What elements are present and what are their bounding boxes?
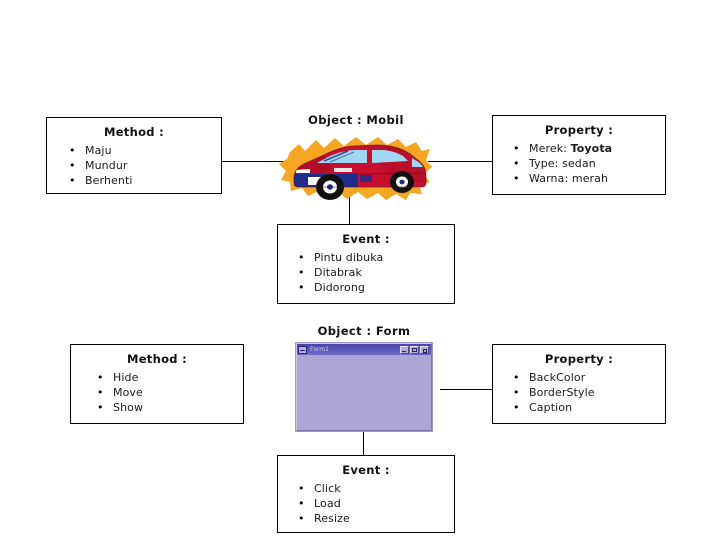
event-box-title: Event : <box>342 463 390 477</box>
list-item: • Merek: Toyota <box>513 141 665 156</box>
list-item-label: Show <box>113 401 144 414</box>
list-item-label: Click <box>314 482 341 495</box>
bullet-icon: • <box>513 371 520 384</box>
property-value: Toyota <box>570 142 613 155</box>
event-box-form: Event : • Click • Load • Resize <box>277 455 455 533</box>
connector-form-event <box>363 430 364 455</box>
property-box-title: Property : <box>544 352 614 366</box>
list-item: • Maju <box>69 143 221 158</box>
list-item: • Didorong <box>298 280 454 295</box>
property-box-form: Property : • BackColor • BorderStyle • C… <box>492 344 666 424</box>
list-item: • Warna: merah <box>513 171 665 186</box>
list-item: • BackColor <box>513 370 665 385</box>
list-item-label: Mundur <box>85 159 128 172</box>
list-item-label: Resize <box>314 512 350 525</box>
list-item-label: Didorong <box>314 281 366 294</box>
property-list-form: • BackColor • BorderStyle • Caption <box>493 370 665 415</box>
event-box-title: Event : <box>342 232 390 246</box>
vb-window-buttons <box>400 345 429 354</box>
system-menu-icon[interactable] <box>298 345 307 354</box>
list-item: • BorderStyle <box>513 385 665 400</box>
method-box-form: Method : • Hide • Move • Show <box>70 344 244 424</box>
list-item: • Pintu dibuka <box>298 250 454 265</box>
list-item-label: Move <box>113 386 143 399</box>
bullet-icon: • <box>513 386 520 399</box>
method-list-form: • Hide • Move • Show <box>71 370 243 415</box>
property-label: BorderStyle <box>529 386 595 399</box>
bullet-icon: • <box>513 172 520 185</box>
bullet-icon: • <box>69 174 76 187</box>
list-item: • Move <box>97 385 243 400</box>
maximize-button[interactable] <box>410 345 419 354</box>
connector-mobil-method <box>222 161 290 162</box>
list-item-label: Berhenti <box>85 174 133 187</box>
bullet-icon: • <box>97 371 104 384</box>
vb-form-caption: Form1 <box>310 346 329 353</box>
property-label: BackColor <box>529 371 586 384</box>
property-label: Caption <box>529 401 573 414</box>
list-item: • Ditabrak <box>298 265 454 280</box>
property-value: merah <box>571 172 609 185</box>
property-label: Type: <box>529 157 559 170</box>
bullet-icon: • <box>298 281 305 294</box>
object-caption-mobil: Object : Mobil <box>308 113 404 127</box>
event-list-form: • Click • Load • Resize <box>278 481 454 526</box>
vb-form-titlebar[interactable]: Form1 <box>297 344 431 355</box>
method-box-title: Method : <box>103 125 165 139</box>
bullet-icon: • <box>69 144 76 157</box>
event-box-mobil: Event : • Pintu dibuka • Ditabrak • Dido… <box>277 224 455 304</box>
list-item: • Berhenti <box>69 173 221 188</box>
list-item: • Click <box>298 481 454 496</box>
close-button[interactable] <box>420 345 429 354</box>
object-caption-form: Object : Form <box>317 324 411 338</box>
bullet-icon: • <box>97 401 104 414</box>
event-list-mobil: • Pintu dibuka • Ditabrak • Didorong <box>278 250 454 295</box>
bullet-icon: • <box>298 266 305 279</box>
bullet-icon: • <box>298 512 305 525</box>
connector-form-property <box>440 389 492 390</box>
list-item-label: Pintu dibuka <box>314 251 384 264</box>
vb-form-body[interactable] <box>297 355 431 430</box>
property-box-mobil: Property : • Merek: Toyota • Type: sedan… <box>492 115 666 195</box>
connector-mobil-event <box>349 196 350 224</box>
list-item-label: Ditabrak <box>314 266 362 279</box>
method-box-mobil: Method : • Maju • Mundur • Berhenti <box>46 117 222 194</box>
list-item-label: Hide <box>113 371 139 384</box>
bullet-icon: • <box>97 386 104 399</box>
list-item: • Show <box>97 400 243 415</box>
list-item: • Hide <box>97 370 243 385</box>
list-item: • Caption <box>513 400 665 415</box>
car-illustration <box>272 130 440 206</box>
bullet-icon: • <box>513 142 520 155</box>
bullet-icon: • <box>298 497 305 510</box>
property-label: Warna: <box>529 172 569 185</box>
list-item-label: Load <box>314 497 341 510</box>
method-box-title: Method : <box>126 352 188 366</box>
minimize-button[interactable] <box>400 345 409 354</box>
list-item-label: Maju <box>85 144 112 157</box>
bullet-icon: • <box>69 159 76 172</box>
bullet-icon: • <box>513 401 520 414</box>
property-box-title: Property : <box>544 123 614 137</box>
method-list-mobil: • Maju • Mundur • Berhenti <box>47 143 221 188</box>
property-label: Merek: <box>529 142 567 155</box>
vb-form-window[interactable]: Form1 <box>296 343 432 431</box>
property-list-mobil: • Merek: Toyota • Type: sedan • Warna: m… <box>493 141 665 186</box>
car-windows <box>317 149 423 167</box>
property-value: sedan <box>562 157 596 170</box>
bullet-icon: • <box>298 251 305 264</box>
bullet-icon: • <box>298 482 305 495</box>
list-item: • Mundur <box>69 158 221 173</box>
list-item: • Load <box>298 496 454 511</box>
connector-mobil-property <box>428 161 492 162</box>
bullet-icon: • <box>513 157 520 170</box>
list-item: • Resize <box>298 511 454 526</box>
list-item: • Type: sedan <box>513 156 665 171</box>
